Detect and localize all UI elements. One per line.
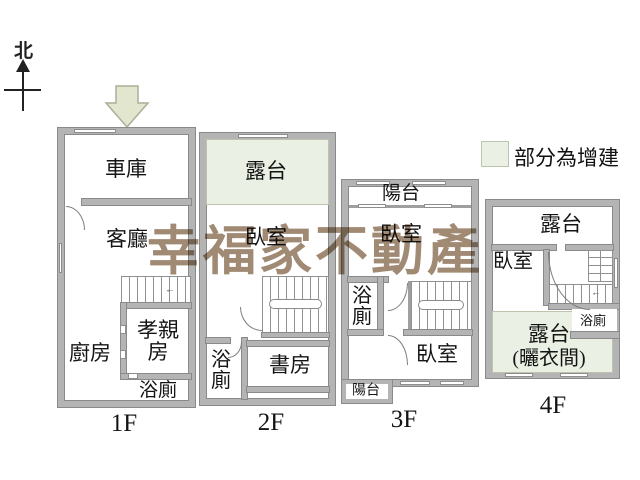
- wall: [247, 387, 329, 392]
- legend-label: 部分為增建: [514, 146, 619, 170]
- floor-label-2f: 2F: [257, 409, 285, 436]
- room-label-bedroom-3f-upper: 臥室: [380, 221, 422, 246]
- wall: [544, 250, 549, 305]
- wall: [378, 277, 383, 333]
- wall: [348, 277, 388, 282]
- wall-line: [349, 205, 471, 208]
- wall: [492, 245, 556, 250]
- window: [505, 373, 533, 377]
- wall: [206, 338, 230, 343]
- room-label-terrace-2f: 露台: [245, 158, 287, 183]
- entry-arrow-icon: [104, 85, 150, 129]
- room-label-living: 客廳: [106, 226, 148, 251]
- stair-arrow-icon: ←: [165, 284, 175, 296]
- room-label-bath-3f: 浴廁: [352, 285, 372, 328]
- wall: [121, 303, 126, 377]
- room-label-terrace-laundry-sub: (曬衣間): [512, 347, 586, 370]
- window: [74, 129, 116, 133]
- floor-label-3f: 3F: [390, 406, 418, 433]
- stair-divider: [600, 250, 601, 282]
- agency-watermark: 幸福家不動產: [147, 222, 483, 281]
- window: [238, 134, 288, 138]
- wall: [348, 330, 383, 335]
- compass-north-label: 北: [14, 41, 34, 62]
- room-label-balcony-3f-small: 陽台: [352, 383, 380, 399]
- room-label-study: 書房: [269, 352, 311, 377]
- door-gap: [128, 373, 138, 379]
- room-label-terrace-laundry: 露台: [528, 321, 570, 346]
- stairs-1f: [121, 276, 191, 304]
- room-label-garage: 車庫: [105, 156, 147, 181]
- wall: [571, 332, 619, 338]
- wall: [404, 330, 472, 335]
- room-label-bath-4f: 浴廁: [579, 313, 607, 329]
- stair-handrail: [418, 300, 464, 310]
- door-gap: [120, 350, 126, 359]
- wall: [247, 341, 329, 346]
- room-label-balcony-3f: 陽台: [381, 183, 421, 205]
- compass-crossbar: [4, 89, 41, 91]
- room-label-kitchen: 廚房: [69, 340, 111, 365]
- window: [424, 204, 452, 208]
- window: [560, 373, 588, 377]
- bathroom-4f-floor: [572, 309, 617, 332]
- room-label-parents: 孝親房: [137, 317, 179, 364]
- window: [356, 181, 390, 185]
- window: [614, 258, 618, 288]
- room-label-bath-1f: 浴廁: [138, 380, 178, 402]
- terrace-2f-addition: [206, 139, 329, 205]
- room-label-terrace-4f: 露台: [540, 211, 582, 236]
- unit-1f: [58, 128, 195, 407]
- floor-label-1f: 1F: [110, 410, 138, 437]
- window: [440, 381, 464, 385]
- window: [358, 204, 386, 208]
- wall: [262, 333, 329, 337]
- stair-handrail: [269, 299, 322, 309]
- window: [59, 243, 62, 273]
- room-label-bedroom-2f: 臥室: [245, 224, 287, 249]
- wall: [121, 374, 191, 379]
- floor-label-4f: 4F: [539, 392, 567, 419]
- wall: [121, 303, 191, 308]
- door-gap: [120, 325, 126, 334]
- compass-arrow-shaft: [22, 71, 24, 111]
- wall-line: [408, 281, 411, 330]
- room-label-bedroom-3f-lower: 臥室: [416, 341, 458, 366]
- wall: [242, 338, 247, 399]
- window: [400, 381, 430, 385]
- wall-garage-living: [82, 199, 191, 205]
- wall: [566, 245, 613, 250]
- room-label-bath-2f: 浴廁: [211, 349, 231, 392]
- compass-arrow-icon: [16, 59, 30, 72]
- window: [412, 181, 446, 185]
- room-label-bedroom-4f: 臥室: [493, 250, 533, 273]
- stair-arrow-icon: ←: [591, 287, 601, 299]
- legend-swatch: [481, 141, 509, 167]
- balcony-3f-small: [342, 380, 392, 403]
